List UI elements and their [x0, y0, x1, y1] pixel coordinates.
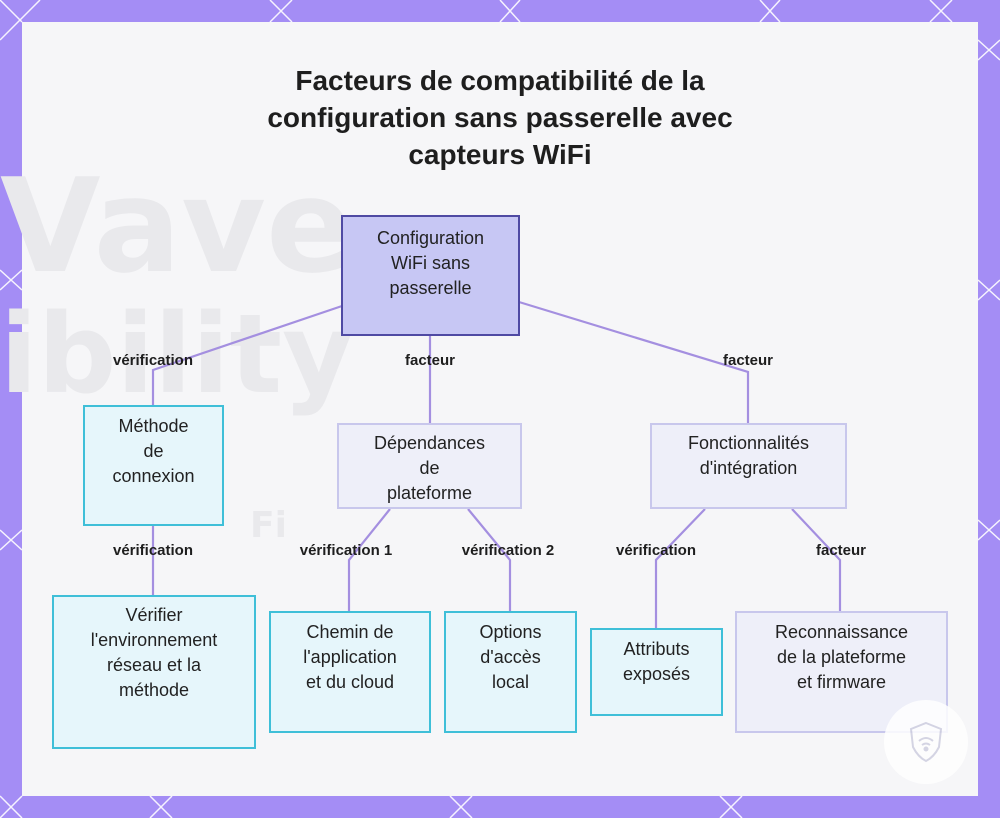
node-dependances-plateforme: Dépendances de plateforme [337, 423, 522, 509]
node-label-line: Configuration [376, 228, 485, 248]
title-line-1: Facteurs de compatibilité de la [295, 65, 705, 96]
node-chemin-application: Chemin de l'application et du cloud [269, 611, 431, 733]
node-label-line: méthode [118, 680, 190, 700]
node-label-line: et du cloud [305, 672, 395, 692]
node-label-line: passerelle [389, 278, 472, 298]
edge-label-dep-options: vérification 2 [461, 542, 555, 559]
edge-label-root-fonctionnalites: facteur [722, 352, 774, 369]
node-label-line: de [143, 441, 164, 461]
node-label-line: et firmware [796, 672, 886, 692]
brand-badge-icon [884, 700, 968, 784]
node-options-acces-local: Options d'accès local [444, 611, 577, 733]
node-label-line: plateforme [386, 483, 473, 503]
edge-label-root-dependances: facteur [404, 352, 456, 369]
node-label-line: de [419, 458, 440, 478]
node-label-line: WiFi sans [390, 253, 470, 273]
shield-wifi-icon [909, 721, 943, 763]
title-line-2: configuration sans passerelle avec [267, 102, 733, 133]
node-label-line: Attributs [623, 639, 690, 659]
watermark-text-1: Vave [0, 150, 355, 302]
node-configuration-wifi: Configuration WiFi sans passerelle [341, 215, 520, 336]
node-label-line: l'environnement [90, 630, 218, 650]
edge-root-methode [151, 304, 343, 405]
node-label-line: réseau et la [106, 655, 202, 675]
edge-label-dep-chemin: vérification 1 [299, 542, 393, 559]
node-label-line: Chemin de [306, 622, 394, 642]
node-label-line: Options [479, 622, 542, 642]
node-label-line: exposés [622, 664, 691, 684]
node-methode-connexion: Méthode de connexion [83, 405, 224, 526]
edge-dep-options [467, 508, 512, 611]
node-label-line: Fonctionnalités [687, 433, 810, 453]
node-label-line: Dépendances [373, 433, 486, 453]
diagram-title: Facteurs de compatibilité de la configur… [200, 62, 800, 173]
edge-label-fonc-reconnaissance: facteur [815, 542, 867, 559]
watermark-text-2: ibility [0, 290, 354, 418]
title-line-3: capteurs WiFi [408, 139, 592, 170]
edge-root-fonctionnalites [518, 300, 750, 423]
edge-fonc-attributs [654, 508, 706, 628]
node-fonctionnalites-integration: Fonctionnalités d'intégration [650, 423, 847, 509]
node-label-line: Méthode [118, 416, 189, 436]
node-verifier-environnement: Vérifier l'environnement réseau et la mé… [52, 595, 256, 749]
edge-fonc-reconnaissance [791, 508, 842, 611]
node-label-line: Reconnaissance [774, 622, 909, 642]
node-label-line: de la plateforme [776, 647, 907, 667]
node-label-line: Vérifier [125, 605, 183, 625]
edge-dep-chemin [347, 508, 391, 611]
node-label-line: local [491, 672, 530, 692]
node-label-line: d'intégration [699, 458, 798, 478]
node-label-line: connexion [112, 466, 195, 486]
edge-label-root-methode: vérification [112, 352, 194, 369]
edge-label-fonc-attributs: vérification [615, 542, 697, 559]
edge-label-methode-verifier: vérification [112, 542, 194, 559]
watermark-text-3: Fi [250, 505, 287, 546]
node-attributs-exposes: Attributs exposés [590, 628, 723, 716]
node-label-line: l'application [303, 647, 397, 667]
node-label-line: d'accès [480, 647, 541, 667]
